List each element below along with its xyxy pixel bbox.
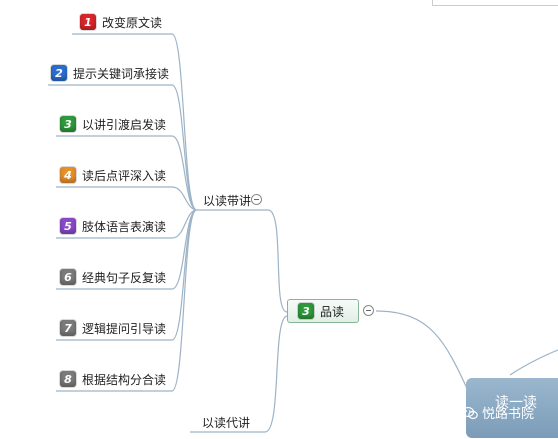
top-frame-line	[432, 0, 558, 6]
leaf-label: 读后点评深入读	[82, 168, 167, 183]
leaf-item-6[interactable]: 6 经典句子反复读	[60, 266, 166, 288]
leaf-item-8[interactable]: 8 根据结构分合读	[60, 368, 166, 390]
mid-node[interactable]: 3 品读	[287, 299, 359, 323]
collapse-toggle-icon[interactable]	[363, 305, 374, 316]
number-badge-icon: 8	[60, 371, 76, 387]
number-badge-icon: 3	[60, 116, 76, 132]
leaf-item-5[interactable]: 5 肢体语言表演读	[60, 215, 166, 237]
number-badge-icon: 7	[60, 320, 76, 336]
mid-node-label: 品读	[320, 304, 345, 319]
number-badge-icon: 2	[51, 65, 67, 81]
number-badge-icon: 5	[60, 218, 76, 234]
root-node-label: 读一读	[495, 395, 537, 411]
branch-label-2[interactable]: 以读代讲	[202, 416, 251, 430]
number-badge-icon: 6	[60, 269, 76, 285]
leaf-label: 改变原文读	[102, 15, 163, 30]
leaf-item-7[interactable]: 7 逻辑提问引导读	[60, 317, 166, 339]
collapse-toggle-icon[interactable]	[251, 194, 262, 205]
leaf-connector-2	[171, 84, 197, 211]
leaf-label: 提示关键词承接读	[73, 66, 170, 81]
leaf-connector-8	[171, 209, 197, 392]
root-stub-connector	[509, 349, 558, 376]
leaf-item-3[interactable]: 3 以讲引渡启发读	[60, 113, 166, 135]
branch-connector-2	[264, 315, 288, 433]
branch-connector-1	[267, 209, 288, 313]
number-badge-icon: 3	[298, 303, 314, 319]
leaf-label: 根据结构分合读	[82, 372, 167, 387]
leaf-item-2[interactable]: 2 提示关键词承接读	[51, 62, 169, 84]
watermark: 悦路书院	[462, 403, 534, 422]
leaf-label: 经典句子反复读	[82, 270, 167, 285]
leaf-connector-7	[171, 209, 197, 341]
mid-to-root-connector	[375, 310, 471, 396]
branch-label-1[interactable]: 以读带讲	[203, 194, 252, 208]
leaf-label: 肢体语言表演读	[82, 219, 167, 234]
leaf-connector-3	[171, 135, 197, 211]
root-node[interactable]: 读一读	[466, 378, 558, 438]
leaf-label: 逻辑提问引导读	[82, 321, 167, 336]
leaf-label: 以讲引渡启发读	[82, 117, 167, 132]
number-badge-icon: 1	[80, 14, 96, 30]
watermark-label: 悦路书院	[482, 407, 535, 422]
wechat-icon	[462, 406, 478, 419]
number-badge-icon: 4	[60, 167, 76, 183]
leaf-item-1[interactable]: 1 改变原文读	[80, 11, 162, 33]
leaf-connector-1	[171, 33, 197, 211]
leaf-item-4[interactable]: 4 读后点评深入读	[60, 164, 166, 186]
leaf-connector-4	[171, 186, 197, 211]
